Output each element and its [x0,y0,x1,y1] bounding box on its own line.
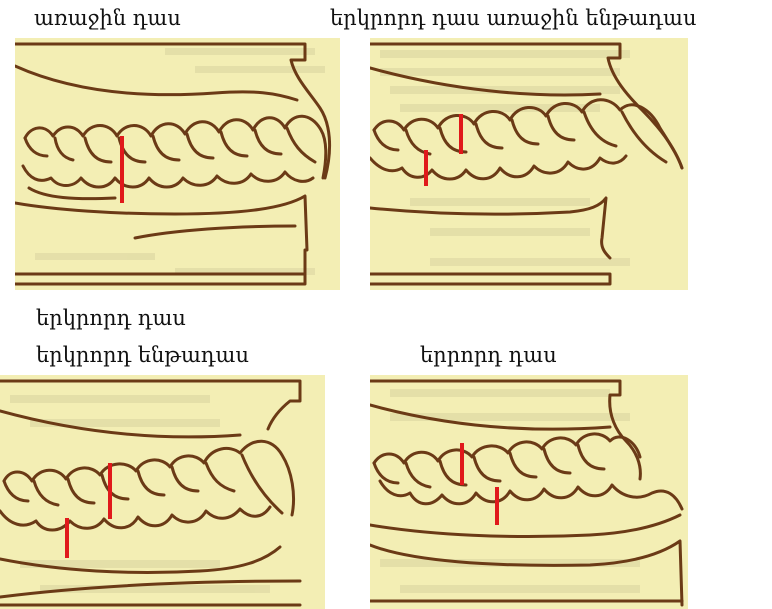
caption-class-1: առաջին դաս [34,3,181,33]
panel-class-2-division-2 [0,375,325,609]
panel-class-3 [370,375,688,609]
panel-class-2-division-1 [370,38,688,290]
caption-class-3: երրորդ դաս [420,340,557,370]
caption-class-2-division-1: երկրորդ դաս առաջին ենթադաս [330,3,697,33]
caption-class-2-line1: երկրորդ դաս [36,303,186,333]
panel-class-1 [15,38,340,290]
caption-class-2-division-2: երկրորդ ենթադաս [36,340,249,370]
